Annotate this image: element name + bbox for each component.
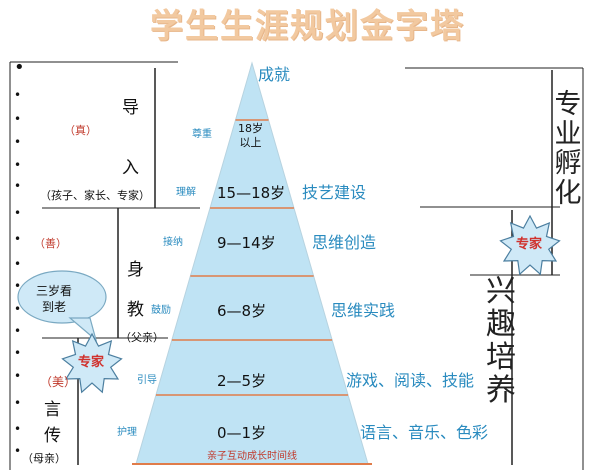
pyramid-level-right-label: 思维创造 bbox=[312, 233, 377, 252]
pyramid-level-age: 9—14岁 bbox=[217, 234, 276, 252]
bullet: • bbox=[14, 158, 22, 172]
pyramid-level-left-label: 接纳 bbox=[163, 237, 183, 248]
bullet: • bbox=[14, 112, 22, 126]
pyramid-level-left-label: 护理 bbox=[117, 427, 137, 438]
expert-star-right bbox=[499, 214, 561, 276]
pyramid-level-left-label: 鼓励 bbox=[151, 305, 171, 316]
body-char-2: 教 bbox=[127, 300, 144, 320]
pyramid-level-right-label: 游戏、阅读、技能 bbox=[346, 371, 475, 390]
bullet: • bbox=[14, 324, 22, 338]
bullet: • bbox=[14, 279, 22, 293]
bullet: • bbox=[14, 346, 22, 360]
pyramid-level-left-label: 尊重 bbox=[192, 129, 212, 140]
guide-caption: （孩子、家长、专家） bbox=[40, 189, 150, 202]
pyramid-level-right-label: 语言、音乐、色彩 bbox=[360, 423, 489, 442]
bullet: • bbox=[14, 396, 22, 410]
pyramid-level-right-label: 思维实践 bbox=[331, 301, 396, 320]
speech-caption: （母亲） bbox=[22, 452, 66, 465]
bullet: • bbox=[14, 88, 22, 102]
vertical-interest: 兴趣培养 bbox=[486, 274, 516, 408]
guide-char-2: 入 bbox=[122, 158, 139, 178]
body-char-1: 身 bbox=[127, 260, 144, 280]
expert-star-left bbox=[61, 332, 123, 394]
pyramid-level-age: 15—18岁 bbox=[217, 184, 286, 202]
speech-char-1: 言 bbox=[44, 400, 61, 420]
pyramid-level-age: 6—8岁 bbox=[217, 302, 267, 320]
speech-note: （美） bbox=[40, 375, 77, 389]
body-note: （善） bbox=[34, 237, 67, 250]
bullet: • bbox=[14, 232, 22, 246]
guide-char-1: 导 bbox=[122, 98, 139, 118]
pyramid-level-left-label: 理解 bbox=[176, 187, 196, 198]
expert-star-left-label: 专家 bbox=[78, 355, 105, 370]
bullet: • bbox=[14, 179, 22, 193]
speech-bubble-text: 三岁看 到老 bbox=[36, 284, 73, 315]
bullet: • bbox=[14, 444, 22, 458]
bullet: • bbox=[14, 135, 22, 149]
bullet: • bbox=[14, 302, 22, 316]
pyramid-base-label: 亲子互动成长时间线 bbox=[207, 451, 297, 462]
bullet: • bbox=[14, 257, 22, 271]
expert-star-right-label: 专家 bbox=[516, 237, 543, 252]
pyramid-level-age: 0—1岁 bbox=[217, 424, 267, 442]
guide-note: （真） bbox=[64, 124, 97, 137]
pyramid-level-left-label: 引导 bbox=[137, 375, 157, 386]
speech-bubble-tail bbox=[68, 317, 98, 342]
vertical-specialty: 专业孵化 bbox=[554, 89, 582, 210]
bullet: • bbox=[14, 422, 22, 436]
speech-bubble bbox=[17, 270, 107, 324]
speech-char-2: 传 bbox=[44, 426, 61, 446]
bullet: • bbox=[14, 369, 22, 383]
pyramid-level-age: 2—5岁 bbox=[217, 372, 267, 390]
bullet: • bbox=[14, 57, 25, 78]
pyramid-apex-label: 成就 bbox=[258, 65, 291, 84]
pyramid-level-age: 18岁 以上 bbox=[238, 122, 263, 150]
pyramid-level-right-label: 技艺建设 bbox=[302, 183, 367, 202]
page-title: 学生生涯规划金字塔 bbox=[150, 6, 465, 45]
body-caption: （父亲） bbox=[120, 331, 164, 344]
bullet: • bbox=[14, 206, 22, 220]
pyramid-separators bbox=[155, 119, 349, 396]
